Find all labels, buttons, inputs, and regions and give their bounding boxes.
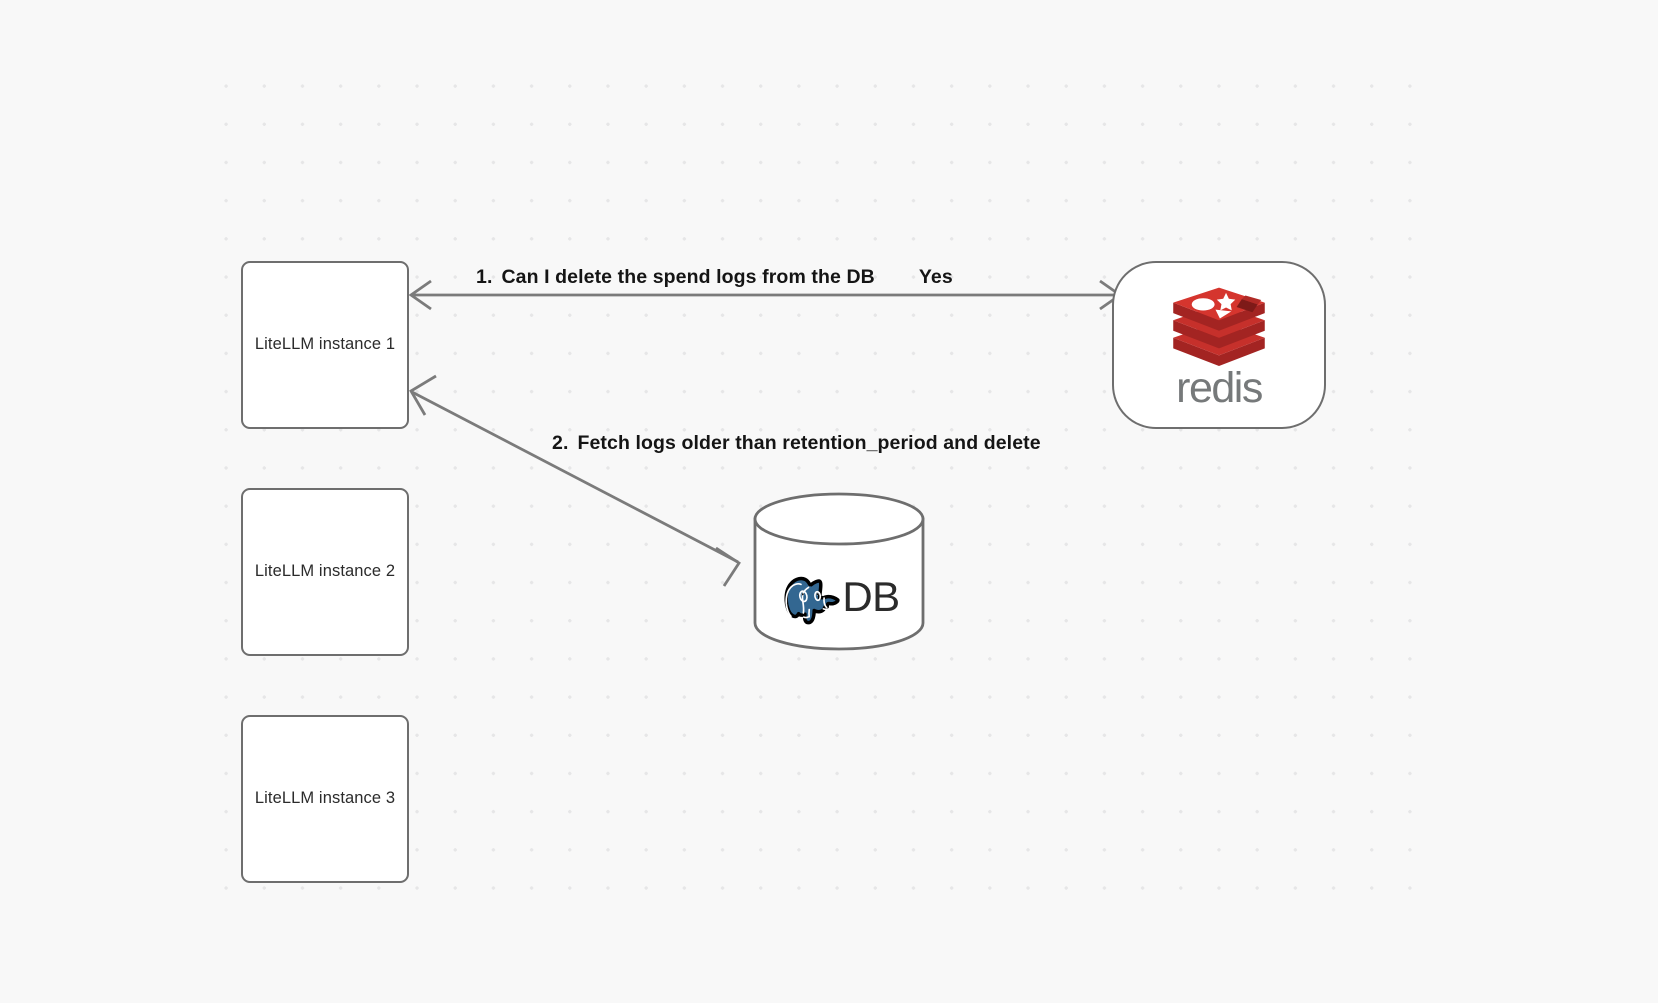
database-label: DB bbox=[842, 573, 900, 620]
node-litellm-instance-2-label: LiteLLM instance 2 bbox=[254, 562, 396, 581]
edge-litellm1-db bbox=[409, 374, 741, 587]
edge-label-1-reply: Yes bbox=[918, 266, 953, 288]
redis-wordmark: redis bbox=[1176, 363, 1263, 412]
edge-label-1: 1. Can I delete the spend logs from the D… bbox=[476, 266, 953, 288]
edge-label-1-text: Can I delete the spend logs from the DB bbox=[501, 266, 875, 288]
edge-label-2-text: Fetch logs older than retention_period a… bbox=[577, 432, 1041, 454]
edge-label-2: 2. Fetch logs older than retention_period… bbox=[552, 432, 1041, 454]
node-litellm-instance-1-label: LiteLLM instance 1 bbox=[254, 335, 396, 354]
node-database[interactable]: DB bbox=[753, 492, 925, 651]
edge-label-2-number: 2. bbox=[552, 432, 569, 454]
edge-label-1-number: 1. bbox=[476, 266, 493, 288]
postgresql-elephant-icon bbox=[778, 564, 844, 630]
redis-logo-icon bbox=[1165, 285, 1273, 373]
database-content: DB bbox=[753, 544, 925, 650]
node-litellm-instance-1[interactable]: LiteLLM instance 1 bbox=[241, 261, 409, 429]
node-litellm-instance-3-label: LiteLLM instance 3 bbox=[254, 789, 396, 808]
node-redis[interactable]: redis bbox=[1112, 261, 1326, 429]
node-litellm-instance-3[interactable]: LiteLLM instance 3 bbox=[241, 715, 409, 883]
node-litellm-instance-2[interactable]: LiteLLM instance 2 bbox=[241, 488, 409, 656]
